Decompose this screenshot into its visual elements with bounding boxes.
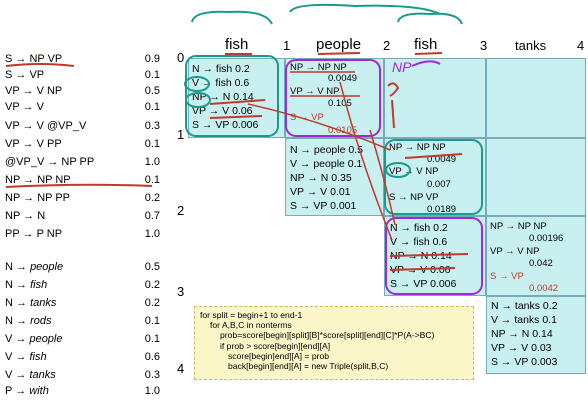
index-label: 3 <box>480 38 488 53</box>
ink-circle <box>184 76 210 92</box>
ink-arrow <box>369 129 396 226</box>
index-label: 3 <box>177 284 185 299</box>
ink-underline <box>389 267 456 271</box>
ink-box <box>285 59 381 137</box>
index-label: 2 <box>383 38 391 53</box>
ink-underline <box>209 99 266 105</box>
ink-arrow <box>247 103 391 151</box>
ink-scribble: NP <box>392 59 412 75</box>
index-label: 2 <box>177 203 185 218</box>
ink-box <box>185 55 279 137</box>
ink-underline <box>317 52 361 55</box>
ink-arrow <box>339 81 393 241</box>
ink-scribble <box>387 82 400 97</box>
ink-underline <box>5 183 153 188</box>
ink-underline <box>414 52 443 55</box>
ink-scribble <box>411 60 441 67</box>
chart-cell-0-3 <box>384 58 486 138</box>
ink-box <box>384 139 483 215</box>
ink-underline <box>209 115 263 119</box>
index-label: 4 <box>577 38 585 53</box>
ink-bracket <box>289 3 441 15</box>
ink-circle <box>385 162 411 178</box>
index-label: 1 <box>283 38 291 53</box>
ink-bracket <box>191 10 273 25</box>
cky-pseudocode: for split = begin+1 to end-1 for A,B,C i… <box>194 306 474 380</box>
index-label: 4 <box>177 361 185 376</box>
word-header: fish <box>225 36 249 53</box>
word-header: fish <box>414 36 438 53</box>
chart-cell-1-3: NP → NP NP 0.0049 VP → V NP 0.007 S → NP… <box>384 138 486 216</box>
ink-scribble <box>391 99 395 129</box>
index-label: 1 <box>177 127 185 142</box>
ink-box <box>385 217 483 295</box>
ink-circle <box>185 92 211 108</box>
word-header: people <box>316 36 362 53</box>
chart-cell-1-2: N → people 0.5 V → people 0.1 NP → N 0.3… <box>285 138 384 216</box>
chart-cell-3-4: N → tanks 0.2 V → tanks 0.1 NP → N 0.14 … <box>486 296 586 374</box>
chart-cell-0-1: N → fish 0.2 V → fish 0.6 NP → N 0.14 VP… <box>188 58 285 138</box>
ink-underline <box>404 153 463 159</box>
chart-cell-1-4 <box>486 138 586 216</box>
index-label: 0 <box>177 50 185 65</box>
chart-cell-0-4 <box>486 58 586 138</box>
ink-underline <box>5 63 75 67</box>
ink-underline <box>389 253 469 257</box>
word-header: tanks <box>515 38 547 53</box>
chart-cell-2-4: NP → NP NP 0.00196 VP → V NP 0.042 S → V… <box>486 216 586 296</box>
ink-bracket <box>397 12 463 25</box>
